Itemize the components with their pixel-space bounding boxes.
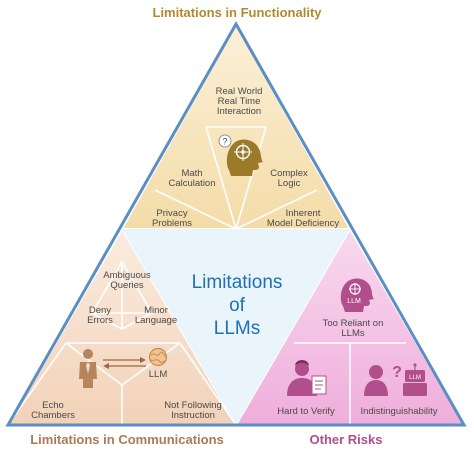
real-world-line-3: Interaction	[217, 106, 261, 117]
robot-llm-label: LLM	[409, 375, 421, 381]
center-line-2: of	[229, 295, 246, 316]
label-not-following: Not Following Instruction	[164, 400, 222, 421]
person-icon	[79, 349, 97, 388]
question-bubble-icon: ?	[218, 134, 232, 148]
center-line-1: Limitations	[192, 272, 283, 293]
not-following-line-2: Instruction	[171, 410, 215, 421]
label-ambiguous: Ambiguous Queries	[103, 270, 151, 291]
heading-communications: Limitations in Communications	[30, 432, 224, 447]
math-line-1: Math	[181, 168, 202, 179]
label-indistinguishability: Indistinguishability	[360, 406, 437, 417]
llm-head-icon: LLM	[340, 278, 374, 312]
deny-line-2: Errors	[87, 315, 113, 326]
privacy-line-2: Problems	[152, 218, 192, 229]
question-mark: ?	[222, 137, 227, 147]
heading-other-risks: Other Risks	[310, 432, 383, 447]
minor-line-1: Minor	[144, 305, 168, 316]
minor-line-2: Language	[135, 315, 177, 326]
label-deny: Deny Errors	[87, 305, 113, 326]
exchange-arrows-icon	[103, 357, 146, 369]
privacy-line-1: Privacy	[156, 208, 187, 219]
label-too-reliant: Too Reliant on LLMs	[323, 318, 384, 339]
echo-line-1: Echo	[42, 400, 64, 411]
functionality-dividers	[154, 126, 318, 230]
heading-functionality: Limitations in Functionality	[153, 5, 323, 20]
not-following-line-1: Not Following	[164, 400, 222, 411]
too-reliant-line-1: Too Reliant on	[323, 318, 384, 329]
complex-line-1: Complex	[270, 168, 308, 179]
ambiguous-line-1: Ambiguous	[103, 270, 151, 281]
risk-question-mark: ?	[392, 364, 402, 381]
label-privacy: Privacy Problems	[152, 208, 192, 229]
label-echo: Echo Chambers	[31, 400, 75, 421]
math-line-2: Calculation	[169, 178, 216, 189]
center-title: Limitations of LLMs	[192, 272, 283, 339]
label-inherent: Inherent Model Deficiency	[267, 208, 340, 229]
inherent-line-2: Model Deficiency	[267, 218, 340, 229]
llm-label: LLM	[149, 369, 168, 380]
risks-dividers	[294, 342, 406, 425]
label-complex: Complex Logic	[270, 168, 308, 189]
communications-dividers	[7, 260, 237, 426]
label-hard-to-verify: Hard to Verify	[277, 406, 335, 417]
inherent-line-1: Inherent	[286, 208, 321, 219]
label-minor: Minor Language	[135, 305, 177, 326]
head-brain-icon	[226, 139, 263, 176]
center-triangle	[122, 229, 350, 425]
echo-line-2: Chambers	[31, 410, 75, 421]
label-math: Math Calculation	[169, 168, 216, 189]
person-document-icon	[287, 360, 327, 396]
too-reliant-line-2: LLMs	[341, 328, 364, 339]
complex-line-2: Logic	[278, 178, 301, 189]
head-llm-label: LLM	[347, 298, 361, 305]
llm-brain-icon	[148, 347, 168, 367]
person-robot-icon: ? LLM	[364, 363, 427, 396]
outer-triangle-outline	[5, 20, 467, 427]
real-world-line-2: Real Time	[218, 96, 261, 107]
deny-line-1: Deny	[89, 305, 111, 316]
real-world-line-1: Real World	[216, 86, 263, 97]
label-real-world: Real World Real Time Interaction	[216, 86, 263, 117]
ambiguous-line-2: Queries	[110, 280, 144, 291]
center-line-3: LLMs	[214, 318, 260, 339]
